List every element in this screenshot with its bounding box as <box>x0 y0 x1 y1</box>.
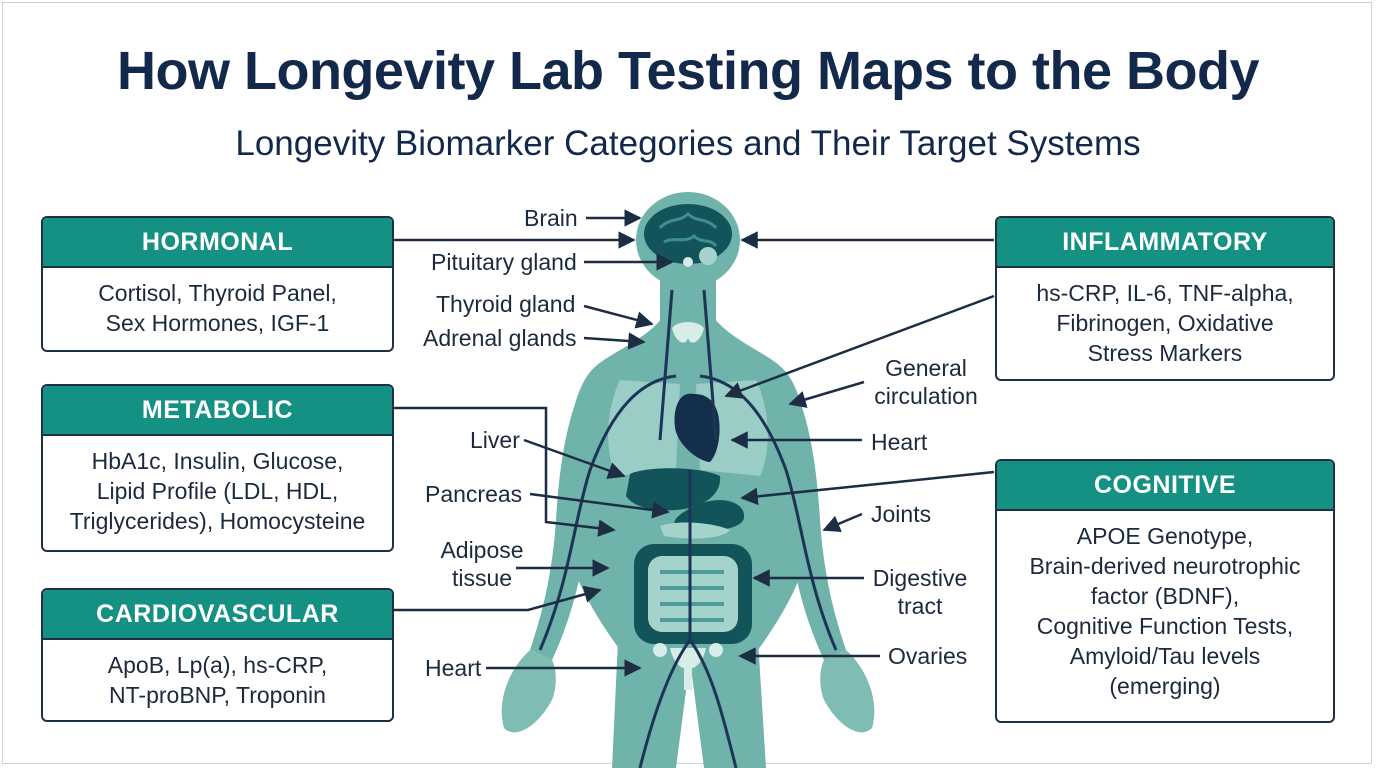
label-general-circulation: General circulation <box>866 354 986 410</box>
card-text-line: Sex Hormones, IGF-1 <box>105 310 330 336</box>
label-pancreas: Pancreas <box>425 481 523 507</box>
heart-organ <box>674 393 720 462</box>
card-inflammatory-body: hs-CRP, IL-6, TNF-alpha, Fibrinogen, Oxi… <box>997 268 1333 368</box>
label-adipose-line1: Adipose <box>440 537 524 563</box>
brain-organ <box>644 204 732 267</box>
label-ovaries: Ovaries <box>888 643 968 669</box>
card-hormonal-header: HORMONAL <box>43 218 392 268</box>
label-joints: Joints <box>871 501 932 527</box>
label-digestive-line1: Digestive <box>872 565 968 591</box>
label-digestive-line2: tract <box>897 593 943 619</box>
card-text-line: Cognitive Function Tests, <box>1036 613 1294 639</box>
card-text-line: Fibrinogen, Oxidative <box>1056 310 1274 336</box>
card-hormonal-body: Cortisol, Thyroid Panel, Sex Hormones, I… <box>43 268 392 338</box>
card-text-line: hs-CRP, IL-6, TNF-alpha, <box>1036 280 1294 306</box>
label-liver: Liver <box>470 427 520 453</box>
intestines-organ <box>634 544 752 644</box>
card-text-line: Stress Markers <box>1087 340 1243 366</box>
card-metabolic: METABOLIC HbA1c, Insulin, Glucose, Lipid… <box>41 384 394 552</box>
label-heart-right: Heart <box>871 429 928 455</box>
card-inflammatory-header: INFLAMMATORY <box>997 218 1333 268</box>
card-text-line: HbA1c, Insulin, Glucose, <box>91 448 344 474</box>
card-text-line: (emerging) <box>1109 673 1221 699</box>
card-hormonal: HORMONAL Cortisol, Thyroid Panel, Sex Ho… <box>41 216 394 352</box>
connector-arrows <box>394 209 995 677</box>
label-adipose-tissue: Adipose tissue <box>432 536 532 592</box>
card-cognitive: COGNITIVE APOE Genotype, Brain-derived n… <box>995 459 1335 723</box>
page-title: How Longevity Lab Testing Maps to the Bo… <box>116 41 1260 101</box>
card-text-line: factor (BDNF), <box>1090 583 1240 609</box>
card-inflammatory: INFLAMMATORY hs-CRP, IL-6, TNF-alpha, Fi… <box>995 216 1335 381</box>
card-text-line: APOE Genotype, <box>1076 523 1254 549</box>
label-circulation-line1: General <box>885 355 967 381</box>
label-brain: Brain <box>524 205 578 231</box>
card-metabolic-body: HbA1c, Insulin, Glucose, Lipid Profile (… <box>43 436 392 536</box>
label-circulation-line2: circulation <box>874 383 978 409</box>
card-cardiovascular-header: CARDIOVASCULAR <box>43 590 392 640</box>
card-text-line: ApoB, Lp(a), hs-CRP, <box>107 652 328 678</box>
card-text-line: Triglycerides), Homocysteine <box>69 508 366 534</box>
label-adipose-line2: tissue <box>451 565 513 591</box>
pancreas-stomach-organ <box>660 500 745 539</box>
card-metabolic-header: METABOLIC <box>43 386 392 436</box>
card-cardiovascular: CARDIOVASCULAR ApoB, Lp(a), hs-CRP, NT-p… <box>41 588 394 722</box>
card-text-line: NT-proBNP, Troponin <box>109 682 326 708</box>
card-text-line: Amyloid/Tau levels <box>1069 643 1261 669</box>
liver-organ <box>626 468 721 511</box>
card-cardiovascular-body: ApoB, Lp(a), hs-CRP, NT-proBNP, Troponin <box>43 640 392 710</box>
thyroid-organ <box>672 322 704 343</box>
label-thyroid-gland: Thyroid gland <box>436 291 576 317</box>
label-heart-left: Heart <box>425 655 482 681</box>
card-text-line: Cortisol, Thyroid Panel, <box>98 280 337 306</box>
page-subtitle: Longevity Biomarker Categories and Their… <box>235 124 1141 163</box>
card-cognitive-header: COGNITIVE <box>997 461 1333 511</box>
label-adrenal-glands: Adrenal glands <box>423 325 577 351</box>
card-text-line: Brain-derived neurotrophic <box>1029 553 1301 579</box>
card-cognitive-body: APOE Genotype, Brain-derived neurotrophi… <box>997 511 1333 701</box>
label-pituitary-gland: Pituitary gland <box>431 249 577 275</box>
card-text-line: Lipid Profile (LDL, HDL, <box>96 478 339 504</box>
label-digestive-tract: Digestive tract <box>864 564 976 620</box>
